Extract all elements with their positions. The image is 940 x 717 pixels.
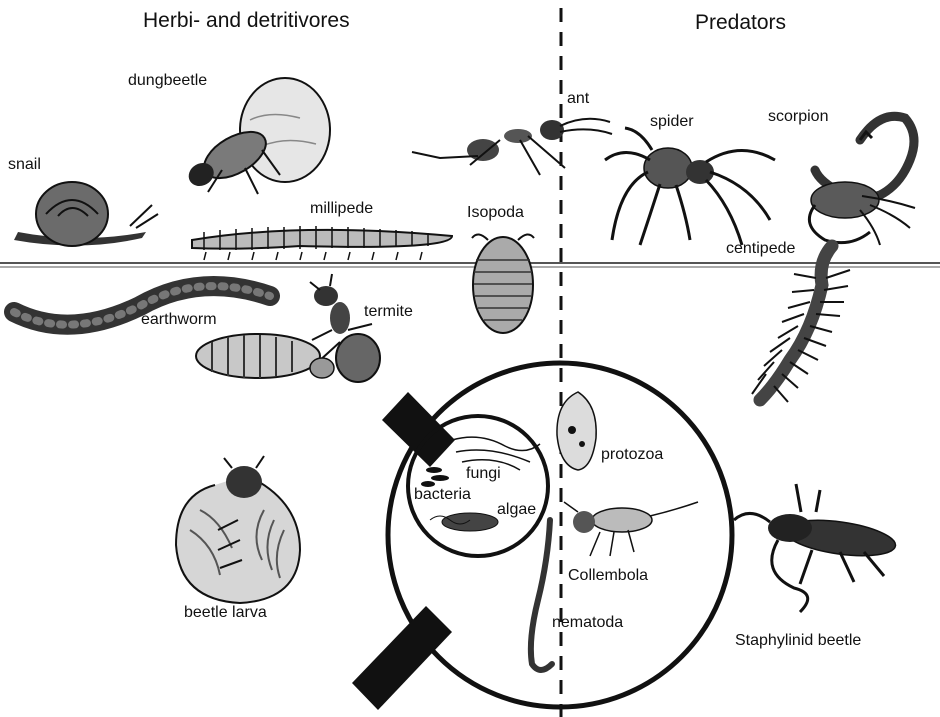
- label-scorpion: scorpion: [768, 109, 828, 125]
- magnifier-illustration: [352, 363, 732, 710]
- label-millipede: millipede: [310, 201, 373, 217]
- label-dungbeetle: dungbeetle: [128, 73, 207, 89]
- algae-illustration: [430, 513, 498, 531]
- label-ant: ant: [567, 91, 589, 107]
- scorpion-illustration: [809, 116, 915, 245]
- dungbeetle-illustration: [181, 78, 330, 197]
- label-earthworm: earthworm: [141, 312, 217, 328]
- nematoda-illustration: [531, 520, 552, 670]
- label-collembola: Collembola: [568, 568, 648, 584]
- label-fungi: fungi: [466, 466, 501, 482]
- isopoda-illustration: [472, 234, 534, 333]
- label-snail: snail: [8, 157, 41, 173]
- collembola-illustration: [564, 502, 698, 556]
- label-termite: termite: [364, 304, 413, 320]
- bacteria-illustration: [421, 467, 449, 487]
- beetle-larva-illustration: [176, 456, 300, 603]
- label-protozoa: protozoa: [601, 447, 663, 463]
- label-staphylinid-beetle: Staphylinid beetle: [735, 633, 861, 649]
- label-nematoda: nematoda: [552, 615, 623, 631]
- millipede-illustration: [192, 226, 452, 260]
- snail-illustration: [14, 182, 158, 246]
- label-algae: algae: [497, 502, 536, 518]
- label-centipede: centipede: [726, 241, 795, 257]
- spider-illustration: [605, 128, 775, 245]
- staphylinid-beetle-illustration: [734, 484, 898, 612]
- ant-illustration: [412, 119, 612, 175]
- centipede-illustration: [752, 246, 850, 402]
- header-herbivores: Herbi- and detritivores: [143, 10, 350, 31]
- label-beetle-larva: beetle larva: [184, 605, 267, 621]
- label-bacteria: bacteria: [414, 487, 471, 503]
- label-isopoda: Isopoda: [467, 205, 524, 221]
- header-predators: Predators: [695, 12, 786, 33]
- protozoa-illustration: [557, 392, 596, 470]
- label-spider: spider: [650, 114, 694, 130]
